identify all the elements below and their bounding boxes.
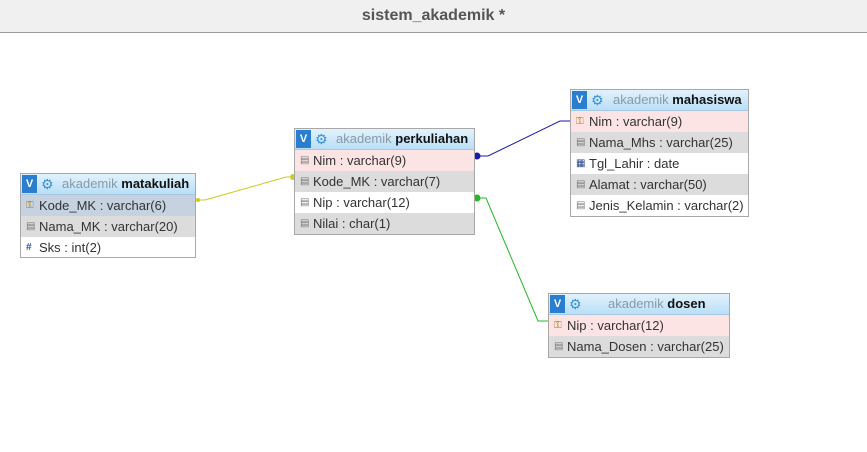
text-field-icon: ▤ — [576, 179, 586, 190]
database-name: akademik — [613, 92, 669, 107]
gear-icon[interactable]: ⚙ — [315, 131, 328, 147]
field-row[interactable]: ▤ Nip : varchar(12) — [295, 192, 474, 213]
relation-line-nip[interactable] — [476, 197, 548, 322]
relation-line-nim[interactable] — [477, 120, 571, 157]
text-field-icon: ▤ — [554, 341, 564, 352]
table-title: akademik dosen — [608, 296, 706, 311]
table-name: mahasiswa — [672, 92, 742, 107]
field-label: Nim : varchar(9) — [589, 114, 683, 129]
table-header-matakuliah[interactable]: V ⚙ akademik matakuliah — [21, 174, 195, 195]
toggle-icon[interactable]: V — [572, 91, 587, 109]
key-icon: ⚿ — [26, 200, 34, 211]
table-title: akademik perkuliahan — [336, 131, 468, 146]
key-icon: ⚿ — [576, 116, 584, 127]
field-row[interactable]: ▤ Jenis_Kelamin : varchar(2) — [571, 195, 748, 216]
field-label: Tgl_Lahir : date — [589, 156, 680, 171]
key-icon: ⚿ — [554, 320, 562, 331]
text-field-icon: ▤ — [26, 221, 36, 232]
gear-icon[interactable]: ⚙ — [569, 296, 582, 312]
table-matakuliah[interactable]: V ⚙ akademik matakuliah ⚿ Kode_MK : varc… — [20, 173, 196, 258]
title-bar: sistem_akademik * — [0, 0, 867, 33]
field-row[interactable]: ▤ Kode_MK : varchar(7) — [295, 171, 474, 192]
table-mahasiswa[interactable]: V ⚙ akademik mahasiswa ⚿ Nim : varchar(9… — [570, 89, 749, 217]
field-row[interactable]: ⚿ Kode_MK : varchar(6) — [21, 195, 195, 216]
field-label: Kode_MK : varchar(7) — [313, 174, 441, 189]
field-row[interactable]: # Sks : int(2) — [21, 237, 195, 258]
gear-icon[interactable]: ⚙ — [591, 92, 604, 108]
field-label: Nip : varchar(12) — [567, 318, 664, 333]
database-name: akademik — [336, 131, 392, 146]
text-field-icon: ▤ — [300, 176, 310, 187]
relation-endpoint-kode-mk-2 — [196, 198, 200, 202]
field-row[interactable]: ▤ Nama_Dosen : varchar(25) — [549, 336, 729, 357]
field-row[interactable]: ▤ Nim : varchar(9) — [295, 150, 474, 171]
calendar-icon: ▦ — [576, 158, 586, 169]
table-name: dosen — [667, 296, 706, 311]
table-header-dosen[interactable]: V ⚙ akademik dosen — [549, 294, 729, 315]
field-row[interactable]: ▦ Tgl_Lahir : date — [571, 153, 748, 174]
toggle-icon[interactable]: V — [22, 175, 37, 193]
relation-endpoint-nim — [473, 152, 481, 160]
text-field-icon: ▤ — [300, 197, 310, 208]
field-label: Nama_Dosen : varchar(25) — [567, 339, 724, 354]
table-title: akademik mahasiswa — [613, 92, 742, 107]
table-header-mahasiswa[interactable]: V ⚙ akademik mahasiswa — [571, 90, 748, 111]
field-row[interactable]: ⚿ Nip : varchar(12) — [549, 315, 729, 336]
database-name: akademik — [608, 296, 664, 311]
field-label: Alamat : varchar(50) — [589, 177, 707, 192]
relation-line-kode-mk[interactable] — [196, 176, 295, 201]
table-dosen[interactable]: V ⚙ akademik dosen ⚿ Nip : varchar(12) ▤… — [548, 293, 730, 358]
text-field-icon: ▤ — [300, 218, 310, 229]
diagram-title: sistem_akademik * — [361, 7, 506, 24]
table-title: akademik matakuliah — [62, 176, 189, 191]
table-header-perkuliahan[interactable]: V ⚙ akademik perkuliahan — [295, 129, 474, 150]
field-row[interactable]: ▤ Nama_MK : varchar(20) — [21, 216, 195, 237]
field-row[interactable]: ⚿ Nim : varchar(9) — [571, 111, 748, 132]
field-label: Kode_MK : varchar(6) — [39, 198, 167, 213]
field-label: Nilai : char(1) — [313, 216, 391, 231]
field-row[interactable]: ▤ Alamat : varchar(50) — [571, 174, 748, 195]
relation-endpoint-nip — [473, 194, 481, 202]
text-field-icon: ▤ — [576, 200, 586, 211]
field-label: Jenis_Kelamin : varchar(2) — [589, 198, 744, 213]
field-label: Nim : varchar(9) — [313, 153, 407, 168]
field-row[interactable]: ▤ Nilai : char(1) — [295, 213, 474, 234]
toggle-icon[interactable]: V — [296, 130, 311, 148]
gear-icon[interactable]: ⚙ — [41, 176, 54, 192]
table-name: perkuliahan — [395, 131, 469, 146]
field-row[interactable]: ▤ Nama_Mhs : varchar(25) — [571, 132, 748, 153]
toggle-icon[interactable]: V — [550, 295, 565, 313]
table-name: matakuliah — [121, 176, 190, 191]
field-label: Sks : int(2) — [39, 240, 102, 255]
table-perkuliahan[interactable]: V ⚙ akademik perkuliahan ▤ Nim : varchar… — [294, 128, 475, 235]
database-name: akademik — [62, 176, 118, 191]
field-label: Nama_MK : varchar(20) — [39, 219, 178, 234]
field-label: Nama_Mhs : varchar(25) — [589, 135, 733, 150]
text-field-icon: ▤ — [576, 137, 586, 148]
hash-icon: # — [26, 242, 32, 253]
field-label: Nip : varchar(12) — [313, 195, 410, 210]
text-field-icon: ▤ — [300, 155, 310, 166]
